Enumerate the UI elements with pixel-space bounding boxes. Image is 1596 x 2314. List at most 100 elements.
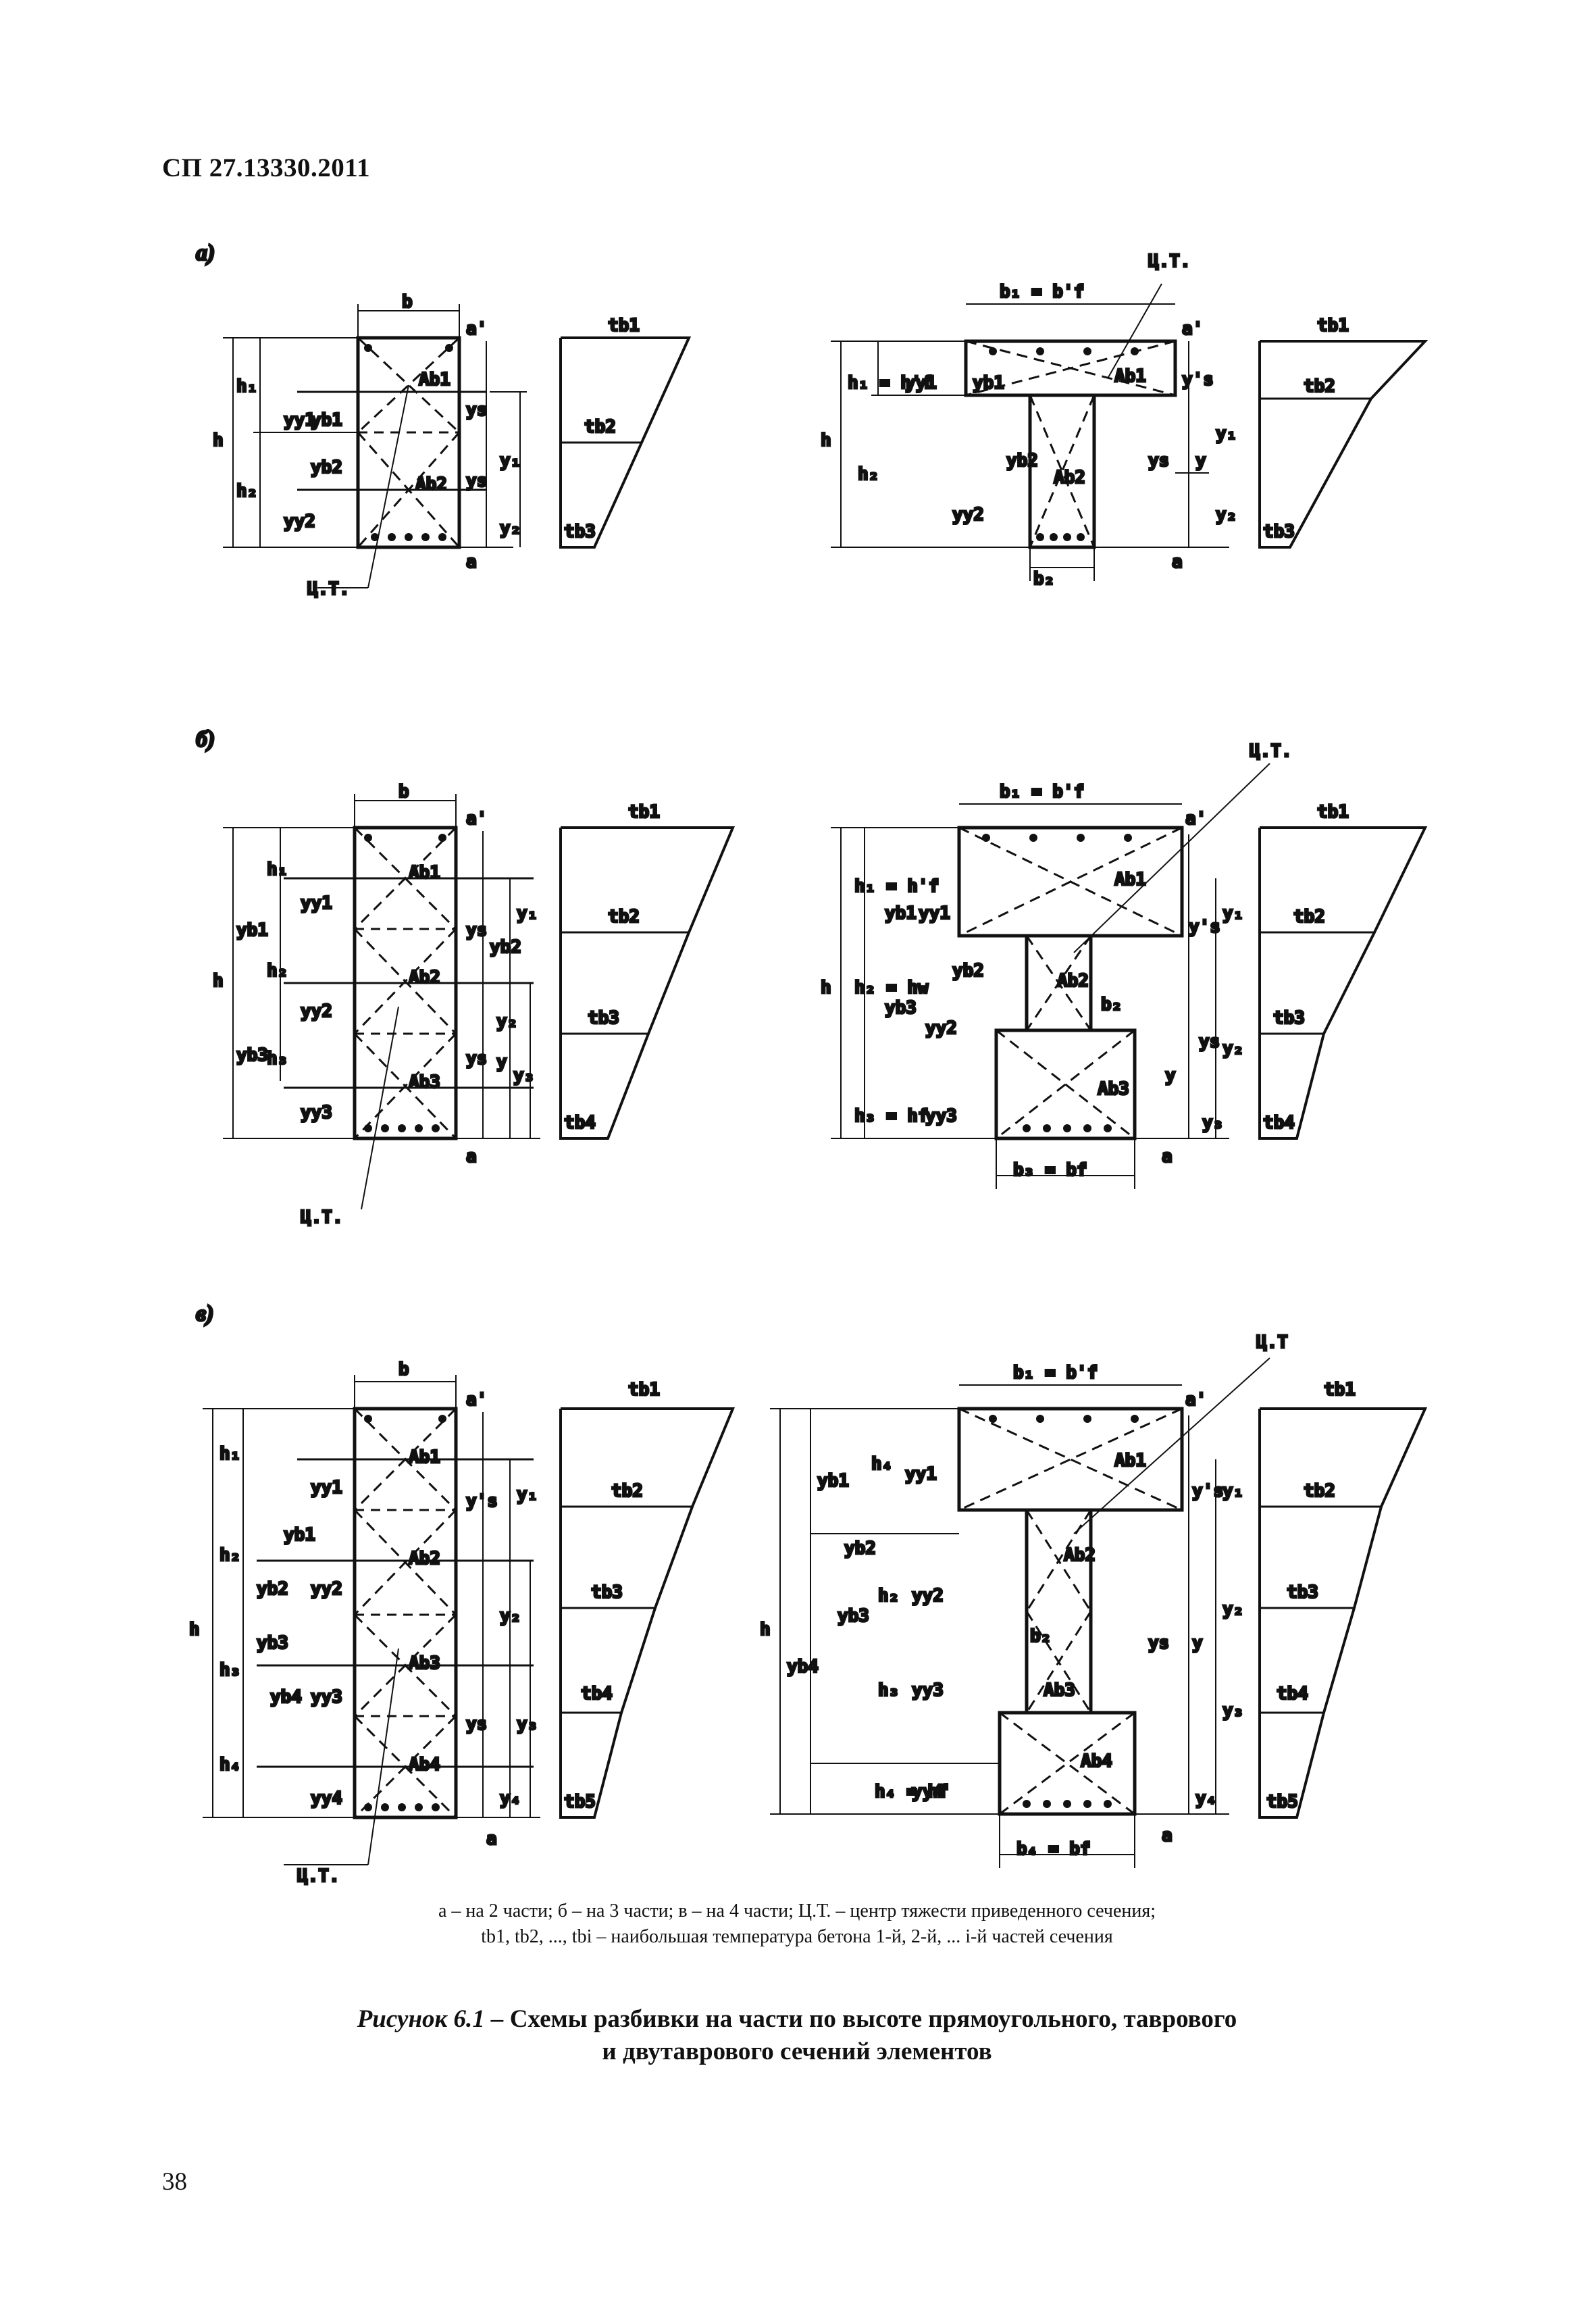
label-yy1-b2: yy1 xyxy=(919,903,950,924)
label-y1-v2: y₁ xyxy=(1222,1481,1243,1501)
label-y4-v2: y₄ xyxy=(1195,1788,1216,1809)
label-tb5-v2: tb5 xyxy=(1266,1792,1298,1812)
label-yb4-v2: yb4 xyxy=(787,1657,819,1677)
label-ys1-a: ys xyxy=(466,400,487,420)
figure-6-1: а) b Ab1 Ab2 h h₁ h₂ yy1 yb1 yb2 yy2 ys … xyxy=(188,240,1428,1888)
label-h1-v: h₁ xyxy=(220,1444,240,1464)
label-yy2-b2: yy2 xyxy=(925,1018,957,1038)
label-yb2-a2: yb2 xyxy=(1006,451,1038,471)
label-b-b: b xyxy=(398,782,409,802)
label-y3-b2: y₃ xyxy=(1202,1113,1223,1133)
label-yy2-v: yy2 xyxy=(311,1579,342,1599)
label-Ab3-b2: Ab3 xyxy=(1098,1079,1129,1099)
document-header: СП 27.13330.2011 xyxy=(162,153,371,182)
label-yb1-b: yb1 xyxy=(236,920,268,940)
label-ct-b1: Ц.Т. xyxy=(301,1207,343,1228)
label-yb3-v: yb3 xyxy=(257,1633,288,1653)
label-y2-a2: y₂ xyxy=(1216,505,1237,525)
label-ysp-v2: y's xyxy=(1192,1481,1224,1501)
label-y3-v: y₃ xyxy=(517,1714,538,1734)
t-section-a xyxy=(964,283,1177,549)
label-h2-a2: h₂ xyxy=(858,464,879,484)
label-ysp-a2: y's xyxy=(1182,370,1214,390)
label-tb3-b1: tb3 xyxy=(588,1008,619,1028)
label-aprime-v: a' xyxy=(466,1390,487,1410)
label-tb3-v2: tb3 xyxy=(1287,1582,1318,1603)
label-y1-b2: y₁ xyxy=(1222,903,1243,924)
label-b-v: b xyxy=(398,1359,409,1380)
label-Ab2-v2: Ab2 xyxy=(1064,1545,1096,1565)
caption-prefix: Рисунок 6.1 – xyxy=(357,2005,504,2033)
label-y-a2: y xyxy=(1195,451,1206,471)
label-tb4-b2: tb4 xyxy=(1263,1113,1295,1133)
label-yb2-v2: yb2 xyxy=(844,1538,876,1559)
label-ct-b2: Ц.Т. xyxy=(1250,741,1292,761)
label-ct-v1: Ц.Т. xyxy=(297,1866,340,1886)
label-Ab1-v: Ab1 xyxy=(409,1447,440,1467)
label-ys2-b: ys xyxy=(466,1049,487,1069)
label-h3-v2: h₃ xyxy=(878,1680,899,1701)
label-b2-v: b₂ xyxy=(1030,1626,1051,1646)
label-b-a: b xyxy=(402,292,413,312)
label-aprime-v2: a' xyxy=(1185,1390,1206,1410)
label-yy2-v2: yy2 xyxy=(912,1586,944,1606)
label-y1-v: y₁ xyxy=(517,1484,538,1505)
label-aprime-a2: a' xyxy=(1182,319,1203,339)
label-yb1-v2: yb1 xyxy=(817,1471,849,1491)
label-ct-v2: Ц.Т xyxy=(1256,1332,1288,1353)
label-y-b2: y xyxy=(1165,1065,1176,1086)
label-ct-a1: Ц.Т. xyxy=(307,579,350,599)
label-tb1-v2: tb1 xyxy=(1324,1380,1356,1400)
label-h-v2: h xyxy=(760,1619,771,1640)
label-tb5-v1: tb5 xyxy=(564,1792,596,1812)
label-yy1-a: yy1 xyxy=(284,410,315,430)
temp-profile-v1 xyxy=(559,1407,735,1819)
label-h3-b: h₃ xyxy=(267,1049,288,1069)
label-tb3-b2: tb3 xyxy=(1273,1008,1305,1028)
label-yy1-a2: yy1 xyxy=(905,373,937,393)
label-h4-v: h₄ xyxy=(220,1755,240,1775)
label-y3-v2: y₃ xyxy=(1222,1701,1243,1721)
label-h3hf-b: h₃ = hf xyxy=(854,1106,929,1126)
label-aprime-b: a' xyxy=(466,809,487,829)
label-tb3-v1: tb3 xyxy=(591,1582,623,1603)
label-Ab2-b2: Ab2 xyxy=(1057,971,1089,991)
label-h1-b: h₁ xyxy=(267,859,288,880)
label-Ab1-a2: Ab1 xyxy=(1114,366,1146,386)
label-ys-a2: ys xyxy=(1148,451,1169,471)
label-a-a2: a xyxy=(1172,552,1183,572)
label-a-v2: a xyxy=(1162,1826,1173,1846)
temp-profile-v2 xyxy=(1258,1407,1428,1819)
label-h1-a: h₁ xyxy=(236,376,257,397)
label-yb1-v: yb1 xyxy=(284,1525,315,1545)
label-yy2-a: yy2 xyxy=(284,511,315,532)
label-tb1-b1: tb1 xyxy=(628,802,660,822)
caption-line-1: Схемы разбивки на части по высоте прямоу… xyxy=(503,2005,1237,2033)
label-h-v: h xyxy=(189,1619,200,1640)
label-y1-a2: y₁ xyxy=(1216,424,1237,444)
legend-line-2: tb1, tb2, ..., tbi – наибольшая температ… xyxy=(481,1926,1113,1947)
label-a-b: a xyxy=(466,1147,477,1167)
label-b1bf-a: b₁ = b'f xyxy=(1000,282,1084,302)
temp-profile-a2 xyxy=(1258,340,1428,549)
label-h4hf-top-v: h₄ xyxy=(871,1454,892,1474)
label-b1bf-v: b₁ = b'f xyxy=(1013,1363,1098,1383)
label-Ab1-v2: Ab1 xyxy=(1114,1451,1146,1471)
label-tb4-v2: tb4 xyxy=(1277,1684,1308,1704)
label-y4-v: y₄ xyxy=(500,1788,521,1809)
label-tb1-v1: tb1 xyxy=(628,1380,660,1400)
label-h3-v: h₃ xyxy=(220,1660,240,1680)
label-tb2-v2: tb2 xyxy=(1304,1481,1335,1501)
label-yy3-b2: yy3 xyxy=(925,1106,957,1126)
label-Ab1-b: Ab1 xyxy=(409,863,440,883)
label-ysp-v: y's xyxy=(466,1491,498,1511)
label-yb4-v: yb4 xyxy=(270,1687,302,1707)
label-Ab3-v2: Ab3 xyxy=(1044,1680,1075,1701)
label-yy1-v2: yy1 xyxy=(905,1464,937,1484)
label-h-a2: h xyxy=(821,430,831,451)
label-yy1-v: yy1 xyxy=(311,1478,342,1498)
label-Ab1-a: Ab1 xyxy=(419,370,451,390)
label-tb3-a1: tb3 xyxy=(564,522,596,542)
label-tb2-a1: tb2 xyxy=(584,417,616,437)
